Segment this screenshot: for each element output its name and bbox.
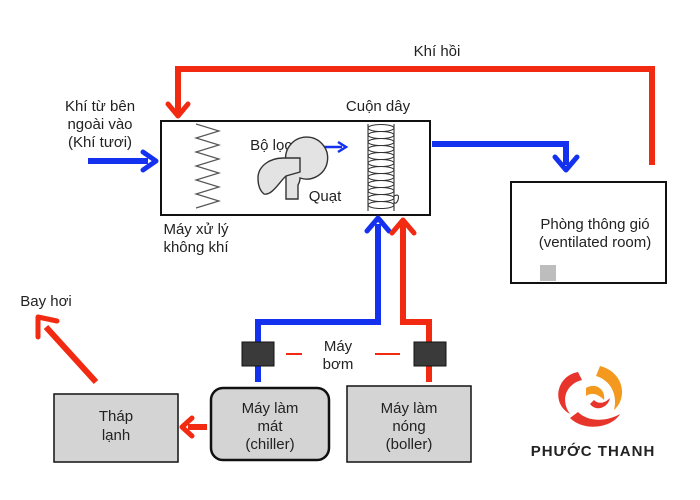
outside-air-label-1: Khí từ bên <box>65 98 135 115</box>
fan-label: Quạt <box>309 188 342 205</box>
chiller-label-3: (chiller) <box>245 436 294 453</box>
brand-logo <box>558 366 623 427</box>
coil-icon <box>367 123 400 211</box>
pump-left <box>241 341 275 367</box>
filter-label: Bộ lọc <box>250 137 292 154</box>
chiller-label-1: Máy làm <box>242 400 299 417</box>
chiller-to-tower-arrowhead <box>179 415 195 439</box>
room-vent-square <box>540 265 556 281</box>
outside-air-label-3: (Khí tươi) <box>68 134 132 151</box>
return-air-arrowhead <box>165 101 191 119</box>
chiller-label-2: mát <box>257 418 283 435</box>
hot-water-arrowhead <box>389 217 417 236</box>
outside-air-label-2: ngoài vào <box>67 116 132 133</box>
evaporation-label: Bay hơi <box>20 293 72 310</box>
pump-label-1: Máy <box>324 338 353 355</box>
coil-label: Cuộn dây <box>346 98 411 115</box>
return-air-line <box>175 66 655 165</box>
air-handler-label-1: Máy xử lý <box>163 221 229 238</box>
boiler-box <box>346 385 472 463</box>
outside-air-arrowhead <box>140 149 159 173</box>
evaporation-arrowhead <box>35 314 60 340</box>
boiler-label-2: nóng <box>392 418 425 435</box>
chilled-water-arrowhead <box>364 215 392 234</box>
filter-flow-arrowhead <box>337 140 349 154</box>
cooling-tower-label-2: lạnh <box>102 427 130 444</box>
ventilated-room-label-1: Phòng thông gió <box>540 216 649 233</box>
chilled-water-line <box>255 224 381 382</box>
pump-label-2: bơm <box>323 356 354 373</box>
brand-name: PHƯỚC THANH <box>531 442 656 460</box>
evaporation-line <box>43 324 99 385</box>
boiler-label-3: (boller) <box>386 436 433 453</box>
chiller-box <box>209 386 331 462</box>
boiler-label-1: Máy làm <box>381 400 438 417</box>
ventilated-room-label-2: (ventilated room) <box>539 234 652 251</box>
pump-right <box>413 341 447 367</box>
supply-air-line <box>432 141 569 165</box>
return-air-label: Khí hồi <box>414 43 461 60</box>
ventilated-room-box <box>510 181 667 284</box>
cooling-tower-label-1: Tháp <box>99 408 133 425</box>
cooling-tower-box <box>53 393 179 463</box>
fan-icon <box>257 136 329 200</box>
inlet-filter-zigzag <box>193 123 222 209</box>
air-handler-label-2: không khí <box>163 239 229 256</box>
supply-air-arrowhead <box>552 154 580 173</box>
